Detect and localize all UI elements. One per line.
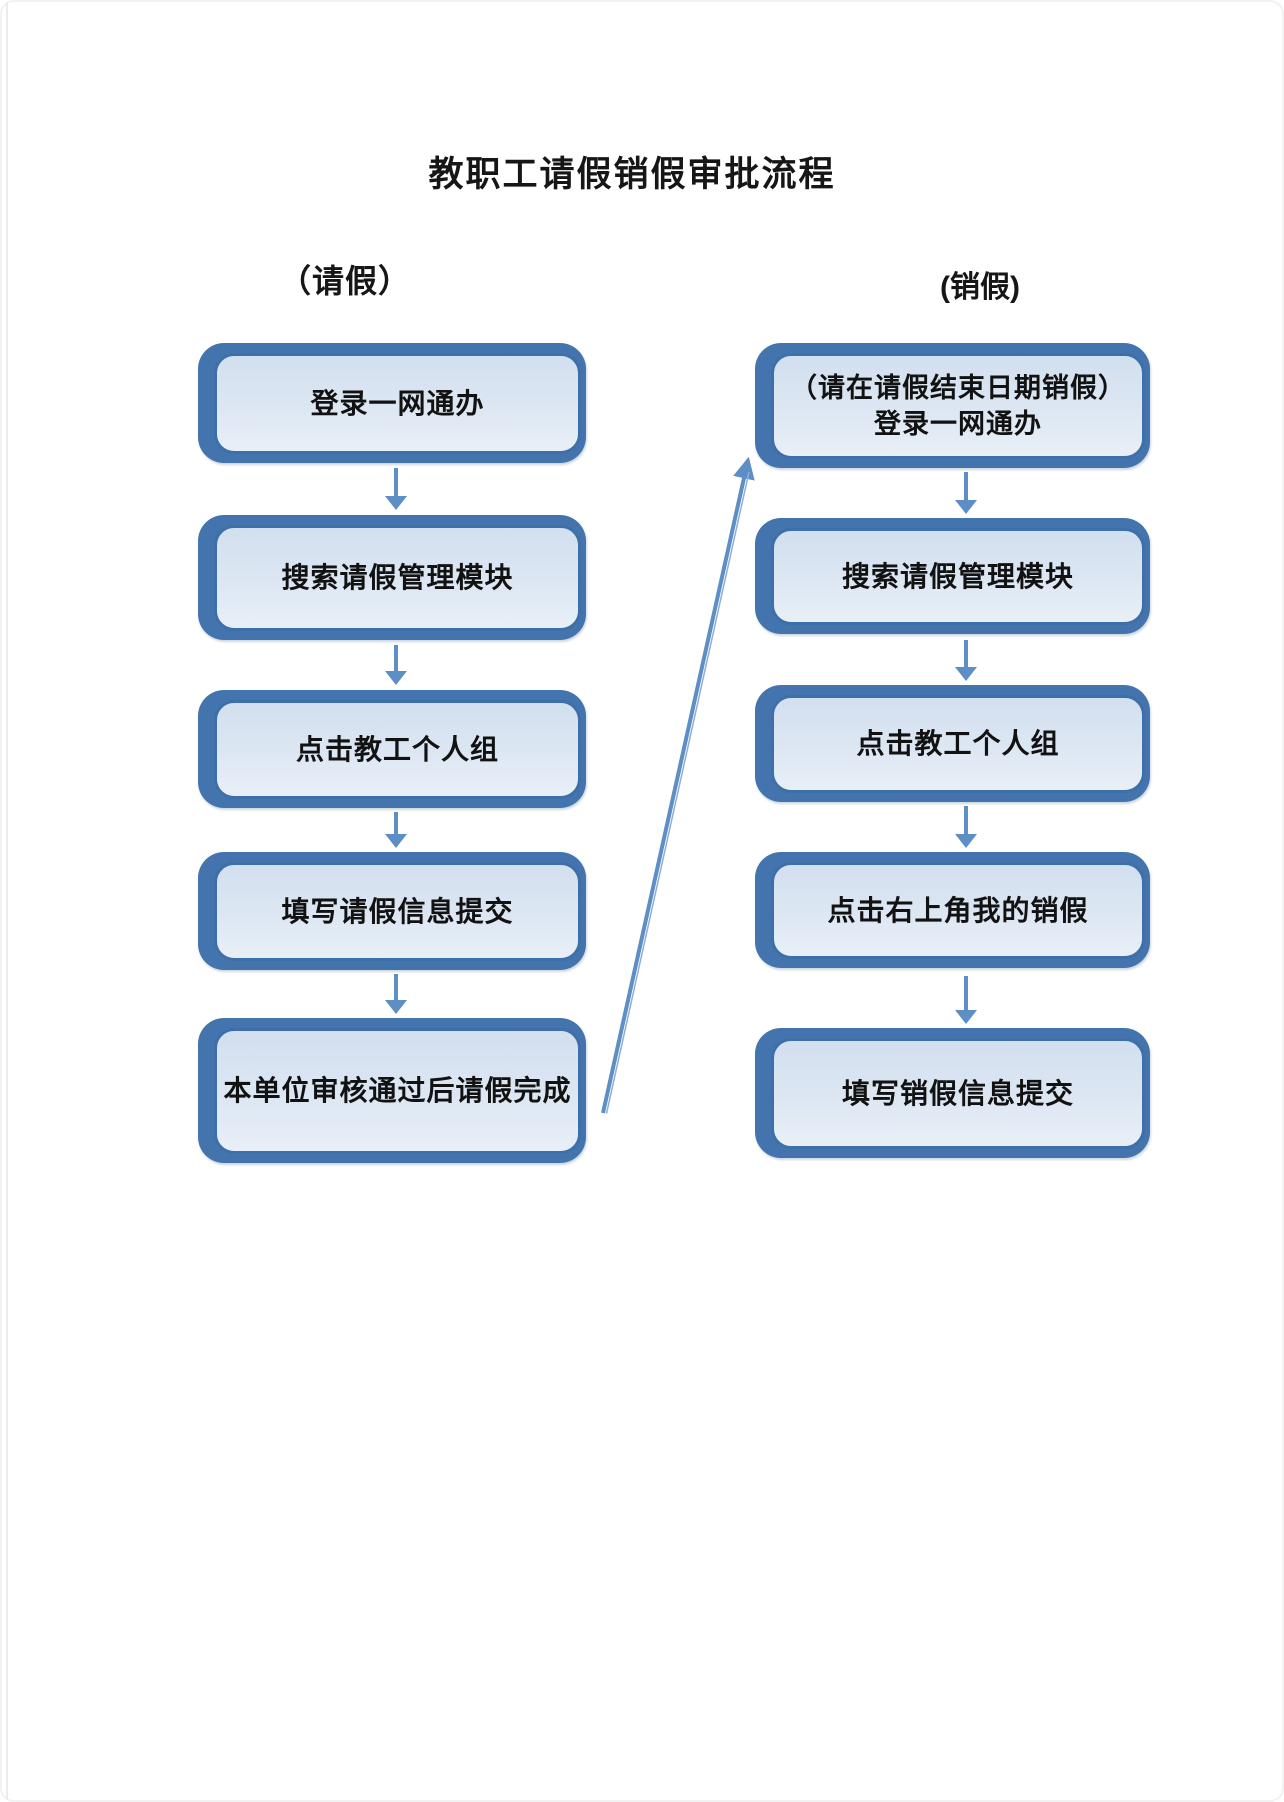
flow-step-label-line1: （请在请假结束日期销假）: [790, 372, 1126, 403]
down-arrow: [954, 472, 978, 514]
flow-step-login: 登录一网通办: [198, 343, 586, 463]
down-arrow: [384, 645, 408, 685]
flow-step-staff-group: 点击教工个人组: [198, 690, 586, 808]
down-arrow: [384, 974, 408, 1014]
down-arrow: [384, 812, 408, 848]
flow-step-label: 本单位审核通过后请假完成: [223, 1075, 572, 1107]
flow-step-my-cancel: 点击右上角我的销假: [755, 852, 1150, 968]
flow-step-cancel-login: （请在请假结束日期销假） 登录一网通办: [755, 343, 1150, 468]
down-arrow: [954, 976, 978, 1024]
flow-step-search-module: 搜索请假管理模块: [198, 515, 586, 640]
flow-step-submit-cancel-info: 填写销假信息提交: [755, 1028, 1150, 1158]
lane-header-leave-cancel: (销假): [940, 271, 1020, 304]
page-title: 教职工请假销假审批流程: [428, 155, 836, 194]
flow-step-label: 点击教工个人组: [295, 733, 499, 765]
flow-step-label: 点击右上角我的销假: [827, 894, 1089, 926]
flow-step-label: 登录一网通办: [310, 387, 485, 419]
flow-step-label: 填写请假信息提交: [281, 895, 514, 927]
flow-step-label: 搜索请假管理模块: [281, 562, 514, 594]
flow-step-cancel-staff-group: 点击教工个人组: [755, 685, 1150, 802]
down-arrow: [954, 640, 978, 681]
flow-step-label: 搜索请假管理模块: [841, 560, 1074, 592]
down-arrow: [954, 806, 978, 848]
flow-step-cancel-search-module: 搜索请假管理模块: [755, 518, 1150, 634]
flow-step-label: 点击教工个人组: [856, 728, 1060, 760]
flow-step-submit-leave-info: 填写请假信息提交: [198, 852, 586, 970]
lane-header-leave-request: （请假）: [278, 263, 411, 299]
flow-step-label: 填写销假信息提交: [841, 1077, 1074, 1109]
flow-step-label-line2: 登录一网通办: [874, 409, 1042, 439]
down-arrow: [384, 468, 408, 510]
flow-step-approval-complete: 本单位审核通过后请假完成: [198, 1018, 586, 1163]
